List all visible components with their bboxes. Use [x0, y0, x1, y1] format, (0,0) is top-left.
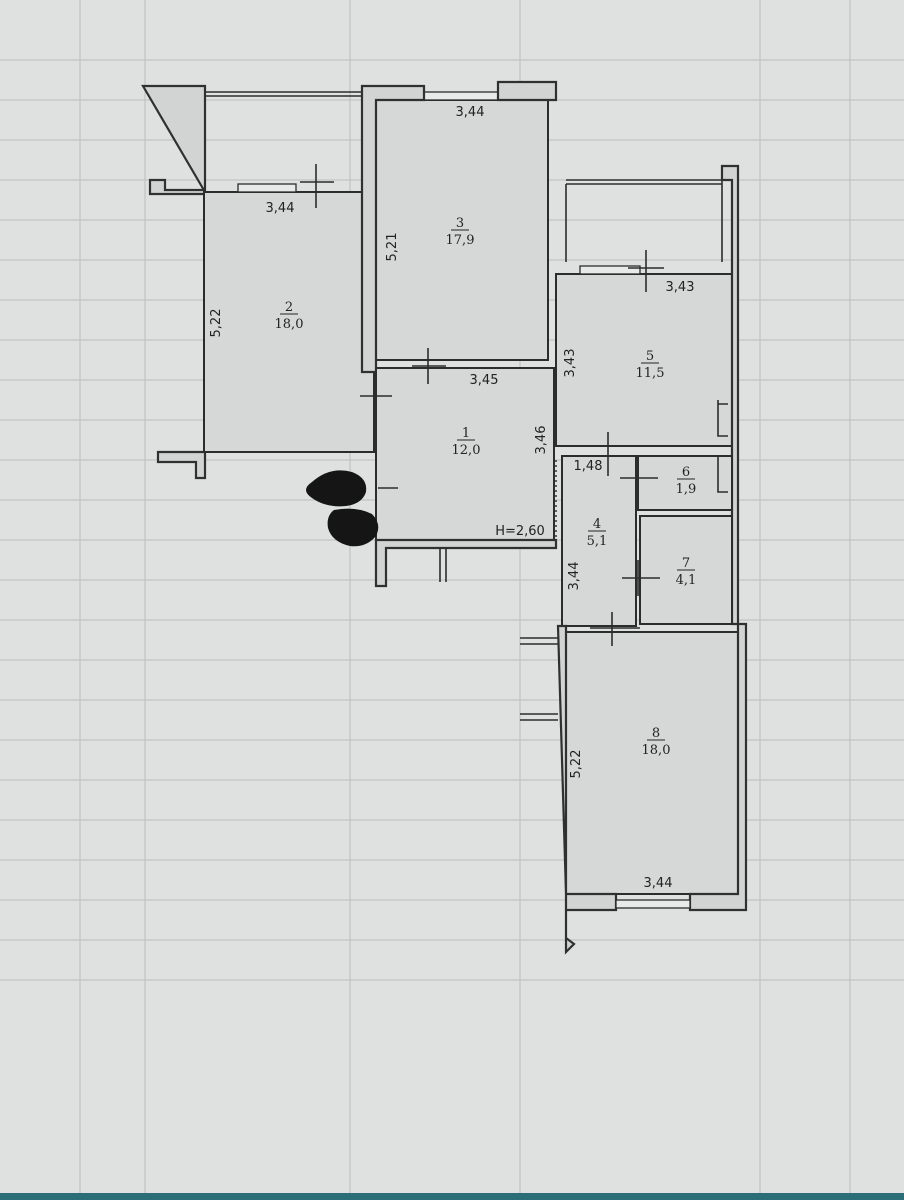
room-8-window — [615, 899, 691, 909]
room-2-height-label: 5,22 — [209, 309, 224, 338]
room-3-height-label: 5,21 — [385, 233, 400, 262]
room-7-area: 4,1 — [676, 573, 697, 588]
ceiling-height-label: H=2,60 — [495, 524, 545, 539]
room-5-window — [579, 265, 641, 275]
room-2-width-label: 3,44 — [266, 201, 295, 216]
room-5-area: 11,5 — [636, 366, 665, 381]
room-5-height-label: 3,43 — [563, 349, 578, 378]
room-3-number: 3 — [456, 216, 464, 231]
room-8-area: 18,0 — [642, 743, 671, 758]
room-3-area: 17,9 — [446, 233, 475, 248]
room-6-number: 6 — [682, 465, 690, 480]
room-6-outline — [637, 455, 733, 511]
room-4-outline — [561, 455, 637, 627]
room-5-width-label: 3,43 — [666, 280, 695, 295]
room-4-width-label: 1,48 — [574, 459, 603, 474]
room-8-width-label: 3,44 — [644, 876, 673, 891]
room-1-area: 12,0 — [452, 443, 481, 458]
room-1-outline — [375, 367, 555, 541]
plumbing-marks — [717, 400, 728, 493]
wall-room-8-left — [556, 624, 618, 955]
room-1-width-label: 3,45 — [470, 373, 499, 388]
bottom-edge-strip — [0, 1193, 904, 1200]
wall-room-3-top-right — [496, 80, 558, 102]
room-8-number: 8 — [652, 726, 660, 741]
door-marks — [300, 164, 664, 646]
room-6-area: 1,9 — [676, 482, 697, 497]
room-1-height-label: 3,46 — [534, 426, 549, 455]
room-3-window — [423, 91, 499, 101]
room-7-number: 7 — [682, 556, 690, 571]
hall-door-jamb — [439, 548, 447, 582]
room-5-number: 5 — [646, 349, 654, 364]
entrance-door-stubs — [520, 637, 558, 721]
ink-blot — [306, 470, 379, 547]
room-1-number: 1 — [462, 426, 470, 441]
room-4-area: 5,1 — [587, 534, 608, 549]
room-2-number: 2 — [285, 300, 293, 315]
room-4-height-label: 3,44 — [567, 562, 582, 591]
room-5-outline — [555, 273, 733, 447]
room-8-outline — [565, 631, 739, 895]
room-3-width-label: 3,44 — [456, 105, 485, 120]
wall-right-lower — [688, 622, 748, 912]
wall-hall-bottom — [374, 538, 558, 588]
room-2-area: 18,0 — [275, 317, 304, 332]
wall-between-2-3 — [360, 84, 426, 374]
room-8-height-label: 5,22 — [569, 750, 584, 779]
room-4-number: 4 — [593, 517, 601, 532]
room-2-window — [237, 183, 297, 193]
